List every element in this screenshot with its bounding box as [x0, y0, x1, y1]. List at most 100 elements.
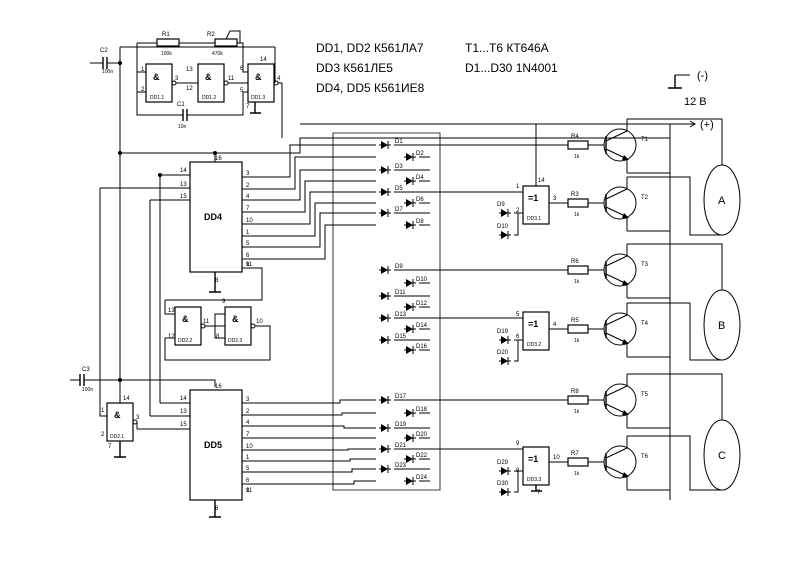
- svg-text:100n: 100n: [82, 387, 93, 393]
- transistor-label: T1: [641, 137, 649, 143]
- transistor-label: T5: [641, 392, 649, 398]
- svg-text:&: &: [114, 410, 121, 420]
- motor-a: A: [627, 118, 741, 236]
- dd21-block: C3 100n & DD2.1 14 1 2 3 7: [70, 367, 140, 458]
- pin-label: 6: [246, 253, 250, 259]
- transistor: [603, 445, 637, 479]
- svg-text:10n: 10n: [178, 124, 187, 130]
- dd5-counter: DD5 16 8 14 13 15: [99, 175, 243, 518]
- svg-text:11: 11: [228, 76, 235, 82]
- diode-d7: D7: [379, 207, 403, 217]
- svg-text:3: 3: [553, 196, 557, 202]
- svg-text:&: &: [182, 314, 189, 324]
- diode-label: D20: [416, 432, 428, 438]
- transistor-label: T2: [641, 195, 649, 201]
- svg-text:10: 10: [256, 319, 263, 325]
- oscillator: C2 100n R1 100k R2 470k & DD1.1 1 2 3 & …: [90, 30, 283, 138]
- svg-text:12: 12: [168, 334, 175, 340]
- dd22-dd23-block: & DD2.2 13 12 11 & DD2.3 9 8 10: [164, 267, 271, 361]
- svg-text:13: 13: [168, 308, 175, 314]
- diode-label: D4: [416, 175, 424, 181]
- diode-d17: D17: [379, 394, 407, 404]
- svg-text:16: 16: [215, 384, 222, 390]
- motor-c: C: [627, 373, 741, 491]
- power-minus-label: (-): [697, 70, 708, 82]
- legend-line-3: DD4, DD5 К561ИЕ8: [316, 81, 425, 95]
- pin-label: 6: [246, 478, 250, 484]
- diode-label: D19: [395, 422, 407, 428]
- pin-label: 11: [246, 488, 253, 494]
- diode-d20: D20: [497, 350, 511, 365]
- resistor-value: 1k: [574, 212, 580, 218]
- r2-resistor: [214, 38, 238, 47]
- motor-label: C: [718, 450, 726, 462]
- pin-label: 7: [246, 206, 250, 212]
- svg-text:DD1.1: DD1.1: [150, 95, 164, 101]
- svg-text:16: 16: [215, 156, 222, 162]
- svg-text:4: 4: [553, 322, 557, 328]
- diode-label: D17: [395, 394, 407, 400]
- transistor: [603, 186, 637, 220]
- diode-label: D20: [497, 350, 509, 356]
- legend-line-1: DD1, DD2 К561ЛА7: [316, 41, 424, 55]
- svg-text:=1: =1: [528, 454, 538, 464]
- svg-text:DD2.3: DD2.3: [228, 338, 242, 344]
- svg-text:15: 15: [180, 194, 187, 200]
- svg-text:8: 8: [215, 506, 219, 512]
- diode-label: D19: [497, 329, 509, 335]
- diode-label: D13: [395, 312, 407, 318]
- c2-value: 100n: [102, 69, 113, 75]
- r2-value: 470k: [212, 51, 223, 57]
- legend-line-2: DD3 К561ЛЕ5: [316, 61, 393, 75]
- power-supply: (-) 12 В (+): [668, 70, 714, 131]
- resistor: [567, 265, 589, 275]
- diode-label: D30: [497, 481, 509, 487]
- svg-text:1: 1: [141, 67, 145, 73]
- diode-label: D15: [395, 334, 407, 340]
- diode-d14: D14: [404, 323, 428, 333]
- diode-d6: D6: [404, 197, 424, 207]
- diode-label: D11: [395, 290, 406, 296]
- svg-text:14: 14: [180, 168, 187, 174]
- diode-label: D5: [395, 186, 403, 192]
- svg-text:=1: =1: [528, 193, 538, 203]
- diode-d10: D10: [404, 277, 428, 287]
- svg-text:2: 2: [141, 87, 145, 93]
- resistor-label: R6: [571, 259, 579, 265]
- resistor-value: 1k: [574, 279, 580, 285]
- pin-label: 3: [246, 171, 250, 177]
- svg-text:14: 14: [260, 57, 267, 63]
- svg-text:14: 14: [538, 178, 545, 184]
- diode-label: D1: [395, 139, 403, 145]
- svg-text:3: 3: [175, 76, 179, 82]
- diode-label: D9: [395, 264, 403, 270]
- diode-d8: D8: [404, 219, 424, 229]
- diode-label: D9: [497, 202, 505, 208]
- motor-label: B: [718, 320, 725, 332]
- diode-d13: D13: [379, 312, 407, 322]
- power-voltage-label: 12 В: [684, 96, 707, 108]
- svg-text:13: 13: [180, 182, 187, 188]
- pin-label: 4: [246, 194, 250, 200]
- svg-text:6: 6: [240, 66, 244, 72]
- diode-d21: D21: [379, 443, 407, 453]
- diode-label: D3: [395, 164, 403, 170]
- diode-label: D14: [416, 323, 428, 329]
- diode-d20: D20: [404, 432, 428, 442]
- diode-d9: D9: [497, 202, 511, 217]
- resistor: [567, 140, 589, 150]
- svg-text:14: 14: [123, 396, 130, 402]
- diode-d22: D22: [404, 453, 428, 463]
- svg-text:8: 8: [215, 278, 219, 284]
- diode-d10: D10: [497, 224, 511, 239]
- diode-d4: D4: [404, 175, 424, 185]
- diode-d23: D23: [379, 463, 407, 473]
- svg-text:1: 1: [516, 184, 520, 190]
- motors: A B C: [627, 118, 741, 491]
- pin-label: 10: [246, 218, 253, 224]
- diode-label: D23: [395, 463, 407, 469]
- diode-d12: D12: [404, 301, 428, 311]
